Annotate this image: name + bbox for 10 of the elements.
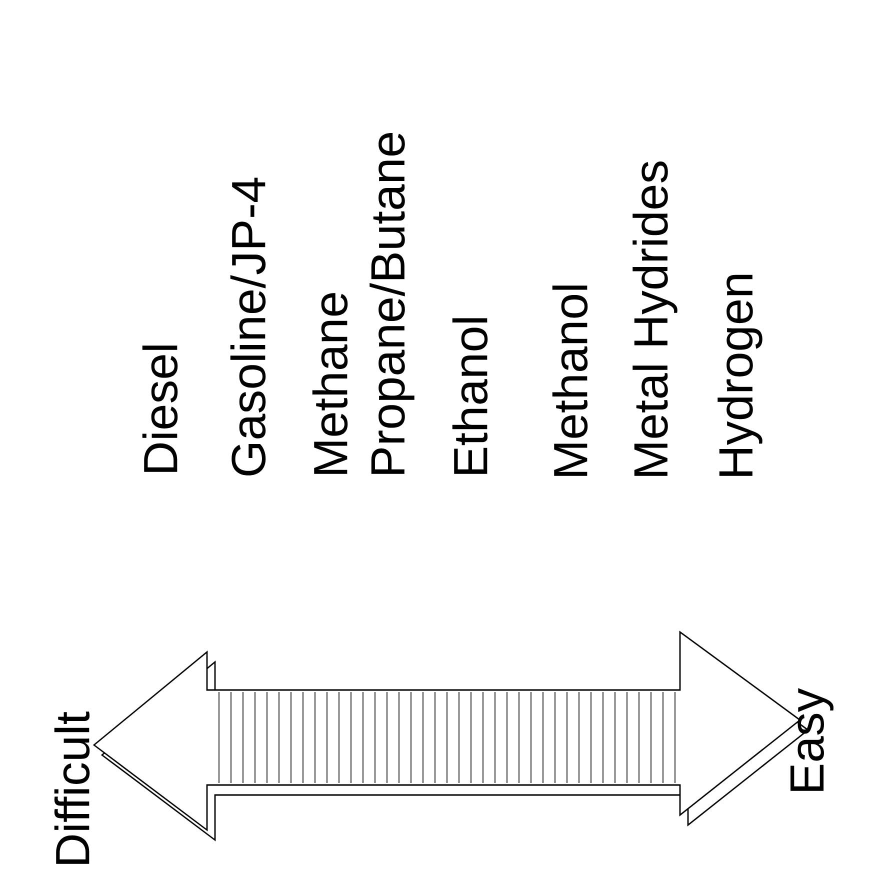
label: Easy [790,688,834,791]
label: Gasoline/JP-4 [230,178,266,476]
label: Hydrogen [718,274,762,476]
label: Propane/Butane [370,133,414,474]
label: Ethanol [452,318,488,474]
label: Diesel [142,346,178,472]
label: Methanol [552,286,588,476]
label: Difficult [54,712,90,864]
label: Metal Hydrides [632,162,678,476]
label: Methane [312,293,348,474]
